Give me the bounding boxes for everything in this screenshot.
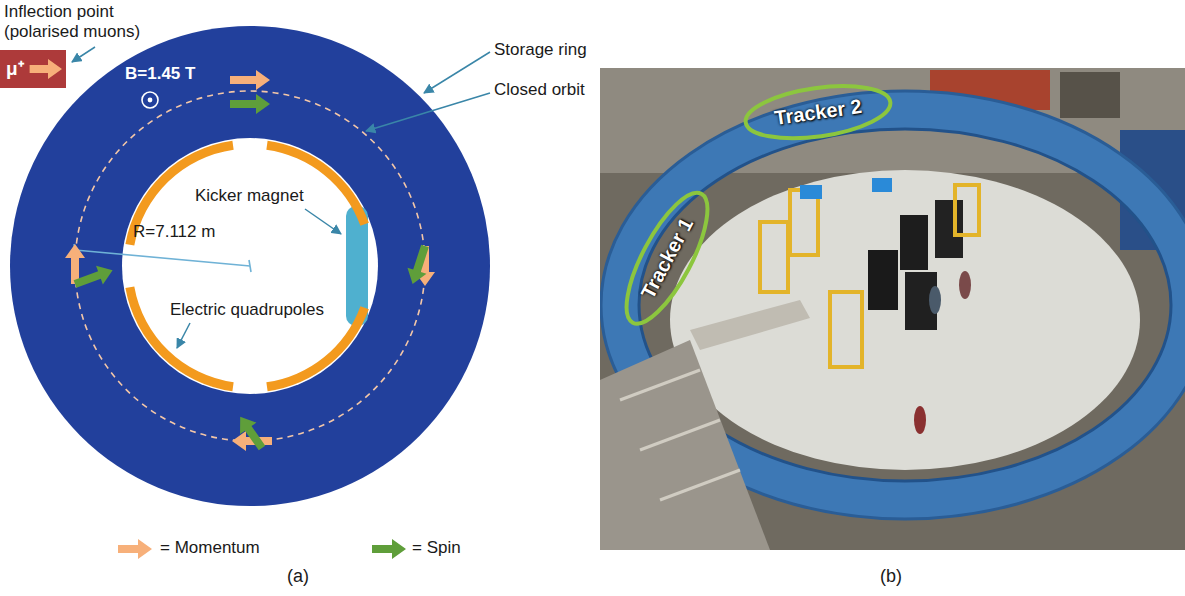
field-symbol xyxy=(142,92,158,108)
label-box: Electric quadrupoles xyxy=(170,300,324,320)
tracker-label: Tracker 2 xyxy=(773,94,863,130)
box-fill xyxy=(0,50,66,88)
radius-tick xyxy=(249,260,251,272)
rack-frame xyxy=(955,185,979,235)
legend-text: = Momentum xyxy=(160,538,260,558)
leader-line xyxy=(72,47,95,62)
tracker-label: Tracker 1 xyxy=(636,214,698,303)
walkway xyxy=(690,300,810,350)
label: (a) xyxy=(287,566,309,588)
label-box: Storage ring xyxy=(494,40,587,60)
legend-arrow-sample xyxy=(372,539,406,559)
particle-label: μ⁺ xyxy=(6,58,24,81)
closed-orbit xyxy=(75,91,425,441)
legend-entry: = Spin xyxy=(412,538,461,558)
stair-rail xyxy=(640,420,720,450)
leader-line xyxy=(366,93,490,131)
label: B=1.45 T xyxy=(125,64,195,84)
photo xyxy=(600,68,1185,550)
rack xyxy=(935,200,963,258)
label: Closed orbit xyxy=(494,80,585,100)
rack-frame xyxy=(760,222,788,292)
stair-rail xyxy=(660,470,740,500)
person xyxy=(929,286,941,314)
rack-frame xyxy=(830,292,862,367)
spin-arrow xyxy=(232,411,270,454)
beam-entry-box: μ⁺ xyxy=(0,50,66,88)
tracker-ellipse: Tracker 2 xyxy=(740,76,896,149)
drawn-vectors xyxy=(65,70,435,559)
label-box: Inflection point (polarised muons) xyxy=(4,2,159,43)
tracker-ellipse: Tracker 1 xyxy=(609,179,726,336)
ring-schematic xyxy=(10,26,490,506)
legend-arrow-sample xyxy=(118,539,152,559)
leader-line xyxy=(305,209,341,234)
legend-text: = Spin xyxy=(412,538,461,558)
radius-line xyxy=(75,250,250,266)
rack xyxy=(868,250,898,310)
ring-interior xyxy=(122,138,378,394)
label: Inflection point (polarised muons) xyxy=(4,2,159,43)
momentum-arrow xyxy=(230,70,270,90)
label: Kicker magnet xyxy=(195,186,304,206)
tracker-outline xyxy=(611,182,722,334)
spin-arrow xyxy=(403,243,434,287)
spin-arrow xyxy=(72,261,116,293)
rack xyxy=(900,215,928,270)
label: (b) xyxy=(880,566,902,588)
label-box: (b) xyxy=(880,566,902,588)
floor xyxy=(670,170,1140,470)
label-box: (a) xyxy=(287,566,309,588)
field-symbol-dot xyxy=(148,98,153,103)
label: R=7.112 m xyxy=(133,222,215,242)
person xyxy=(959,271,971,299)
label-box: R=7.112 m xyxy=(133,222,215,242)
tracker-outline xyxy=(742,78,893,146)
person xyxy=(914,406,926,434)
label: Electric quadrupoles xyxy=(170,300,324,320)
rack-frame xyxy=(790,190,818,255)
monitor xyxy=(872,178,892,192)
legend-entry: = Momentum xyxy=(160,538,260,558)
spin-arrow xyxy=(230,94,270,114)
stair-rail xyxy=(620,370,700,400)
equipment xyxy=(1060,72,1120,118)
monitor xyxy=(800,185,822,199)
label-box: Closed orbit xyxy=(494,80,585,100)
leader-line xyxy=(177,323,190,348)
leader-line xyxy=(424,52,490,93)
label: Storage ring xyxy=(494,40,587,60)
storage-ring xyxy=(10,26,490,506)
quadrupole-arc xyxy=(266,141,369,226)
stairs xyxy=(600,340,770,550)
label-box: B=1.45 T xyxy=(125,64,195,84)
label-box: Kicker magnet xyxy=(195,186,304,206)
momentum-arrow xyxy=(30,59,62,79)
